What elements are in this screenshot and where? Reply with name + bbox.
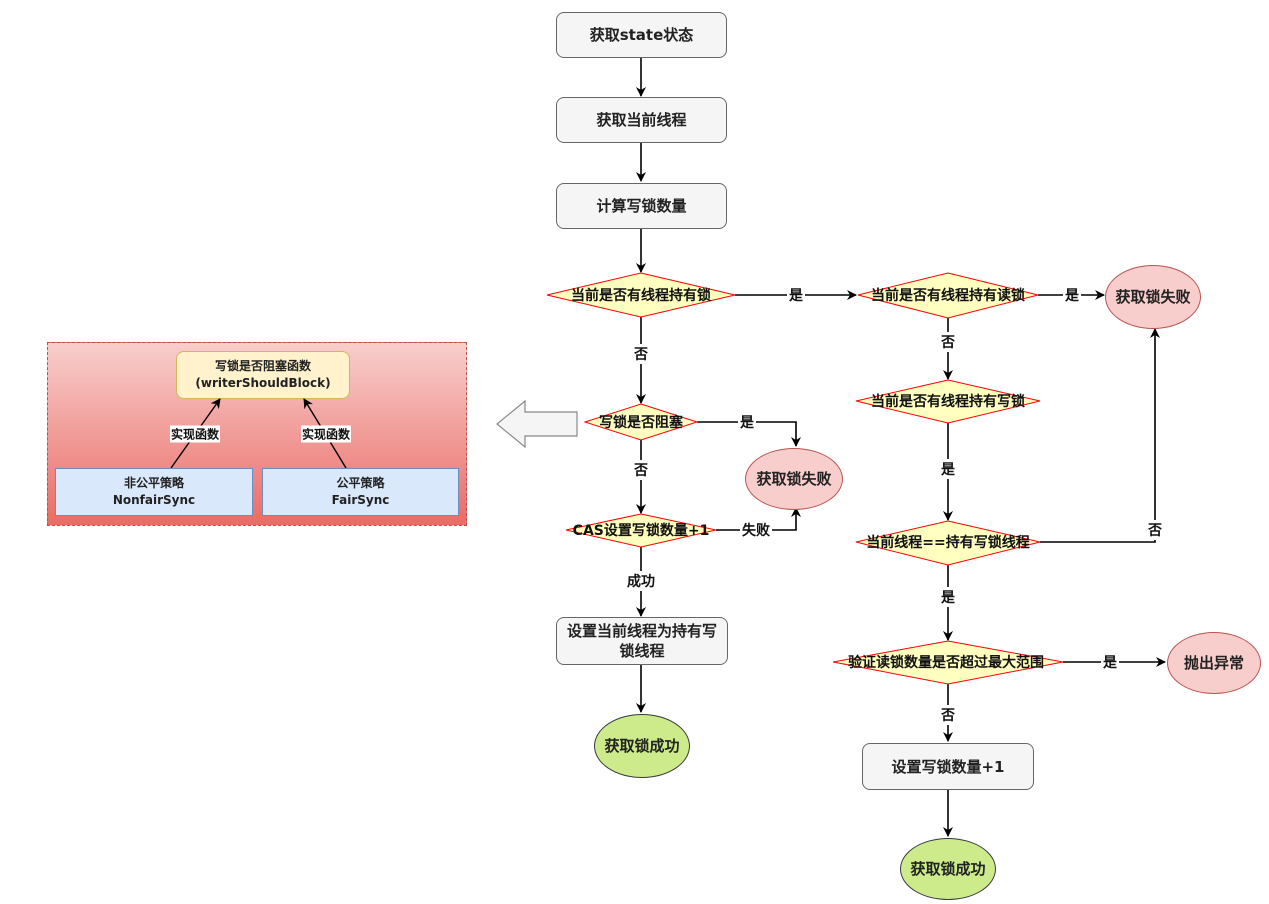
function-name: (writerShouldBlock) — [195, 376, 331, 390]
node-text: 获取当前线程 — [596, 111, 687, 129]
decision-is-owner — [855, 520, 1041, 566]
node-text: 获取state状态 — [589, 26, 694, 44]
label-has-lock-yes: 是 — [787, 285, 805, 305]
node-fail-1: 获取锁失败 — [1105, 265, 1201, 329]
label-is-owner-yes: 是 — [939, 587, 957, 607]
nonfair-title: 非公平策略 — [123, 476, 184, 490]
node-get-thread: 获取当前线程 — [556, 97, 727, 143]
node-text: 抛出异常 — [1183, 654, 1244, 672]
decision-write-block-text: 写锁是否阻塞 — [599, 415, 683, 431]
decision-cas — [565, 513, 717, 548]
fair-sync-box: 公平策略 FairSync — [262, 468, 459, 516]
label-has-write-yes: 是 — [939, 459, 957, 479]
write-block-strategy-panel: 写锁是否阻塞函数 (writerShouldBlock) 实现函数 实现函数 非… — [47, 342, 467, 526]
decision-exceed — [832, 640, 1064, 685]
node-text: 获取锁成功 — [910, 860, 986, 878]
hollow-left-arrow — [496, 399, 578, 449]
impl-label-left: 实现函数 — [169, 425, 221, 443]
nonfair-sync-box: 非公平策略 NonfairSync — [55, 468, 253, 516]
decision-has-lock — [546, 272, 736, 318]
node-throw: 抛出异常 — [1167, 632, 1261, 694]
label-cas-fail: 失败 — [740, 520, 772, 540]
decision-has-read — [857, 272, 1039, 319]
node-success-1: 获取锁成功 — [594, 714, 690, 778]
fair-title: 公平策略 — [336, 476, 385, 490]
node-text: 计算写锁数量 — [596, 197, 687, 215]
writer-should-block-function: 写锁是否阻塞函数 (writerShouldBlock) — [176, 351, 350, 399]
label-cas-success: 成功 — [625, 571, 657, 591]
node-text: 获取锁失败 — [1115, 288, 1191, 306]
label-has-lock-no: 否 — [632, 344, 650, 364]
node-text: 获取锁成功 — [604, 737, 680, 755]
decision-has-write-text: 当前是否有线程持有写锁 — [871, 394, 1025, 410]
decision-cas-text: CAS设置写锁数量+1 — [572, 523, 710, 539]
decision-exceed-text: 验证读锁数量是否超过最大范围 — [848, 655, 1044, 671]
node-text: 设置当前线程为持有写锁线程 — [566, 622, 717, 660]
label-exceed-no: 否 — [939, 705, 957, 725]
node-calc-write: 计算写锁数量 — [556, 183, 727, 229]
label-block-yes: 是 — [738, 412, 756, 432]
node-get-state: 获取state状态 — [556, 12, 727, 58]
node-text: 获取锁失败 — [756, 470, 832, 488]
label-is-owner-no: 否 — [1146, 520, 1164, 540]
node-text: 设置写锁数量+1 — [891, 757, 1005, 776]
label-exceed-yes: 是 — [1101, 652, 1119, 672]
decision-has-read-text: 当前是否有线程持有读锁 — [871, 288, 1025, 304]
node-success-2: 获取锁成功 — [900, 838, 996, 900]
decision-write-block — [583, 403, 699, 441]
function-title: 写锁是否阻塞函数 — [214, 359, 311, 373]
label-has-read-no: 否 — [939, 332, 957, 352]
decision-has-write — [855, 379, 1041, 424]
label-has-read-yes: 是 — [1063, 285, 1081, 305]
label-block-no: 否 — [632, 460, 650, 480]
nonfair-name: NonfairSync — [112, 493, 196, 507]
node-fail-2: 获取锁失败 — [745, 448, 843, 510]
node-set-owner: 设置当前线程为持有写锁线程 — [556, 617, 728, 665]
decision-has-lock-text: 当前是否有线程持有锁 — [571, 288, 711, 304]
impl-label-right: 实现函数 — [300, 425, 352, 443]
fair-name: FairSync — [331, 493, 390, 507]
node-inc-write: 设置写锁数量+1 — [862, 743, 1034, 790]
decision-is-owner-text: 当前线程==持有写锁线程 — [866, 535, 1030, 551]
edge-block-fail — [697, 421, 801, 447]
edge-isowner-fail — [1040, 328, 1160, 543]
